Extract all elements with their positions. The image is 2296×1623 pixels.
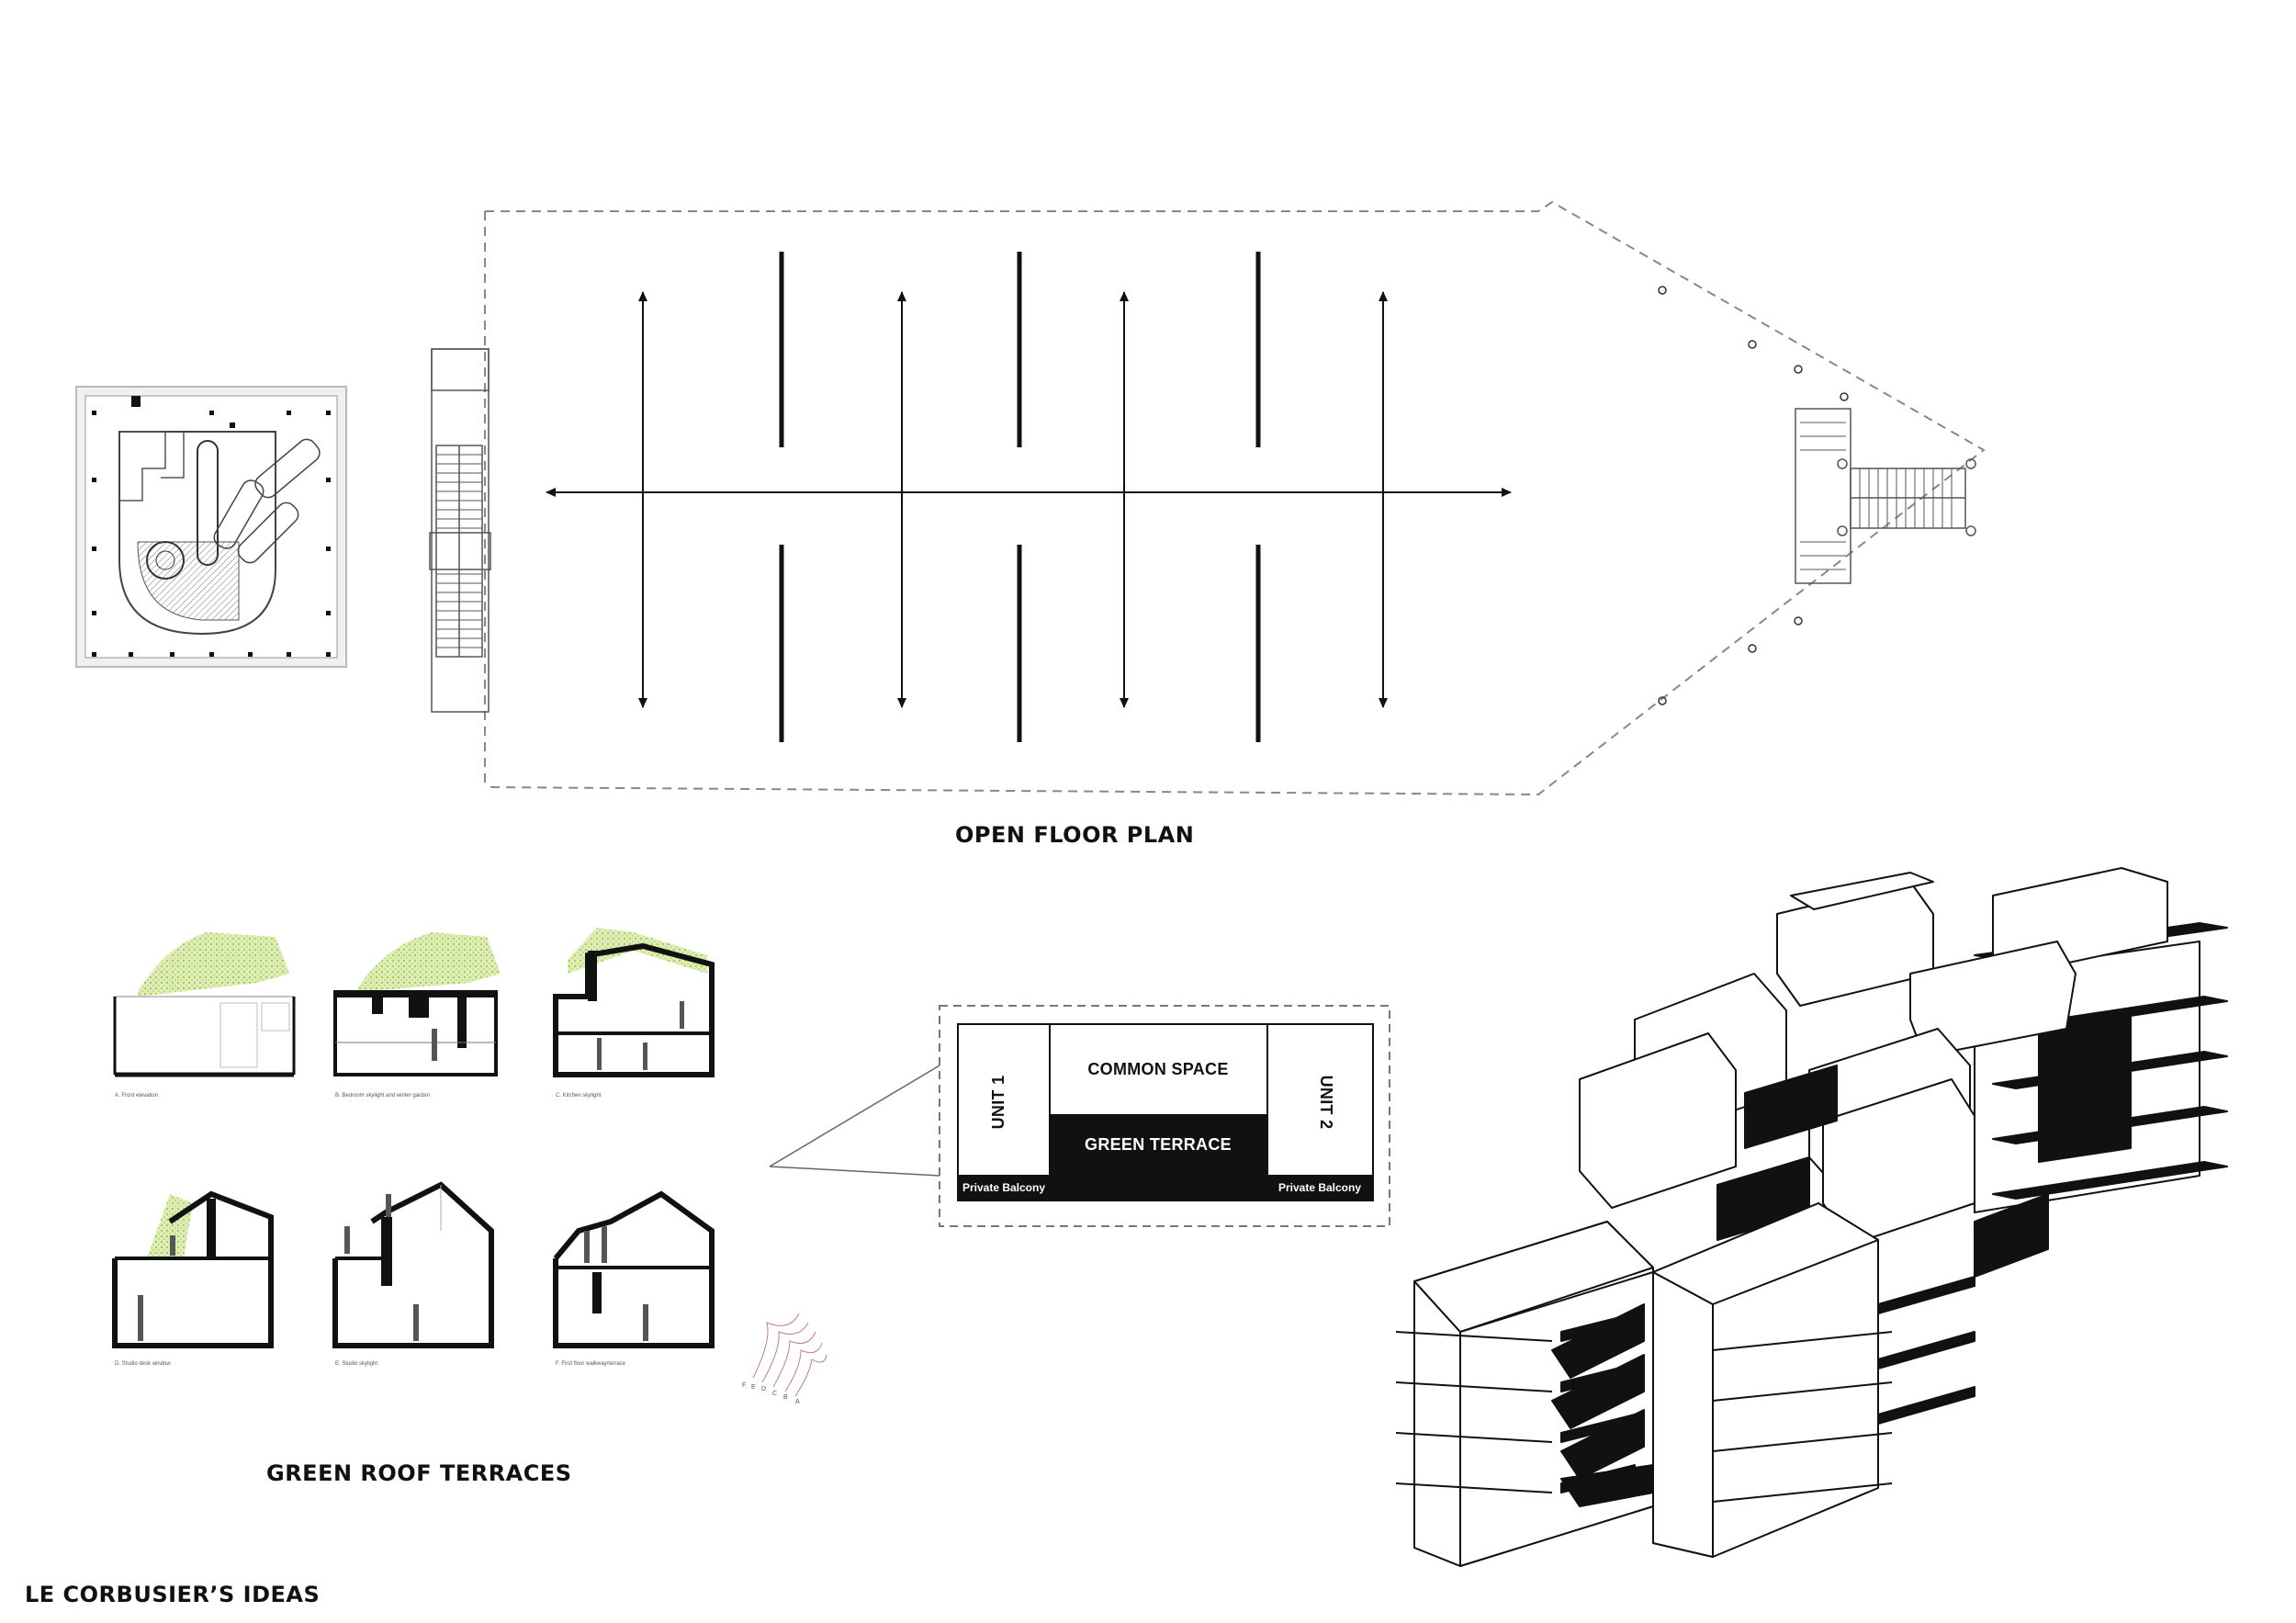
section-f	[553, 1190, 715, 1348]
green-roof-terraces-title: GREEN ROOF TERRACES	[266, 1460, 572, 1486]
section-c	[553, 928, 715, 1077]
section-e-caption: E. Studio skylight	[335, 1361, 378, 1367]
right-stair-core	[1795, 408, 1976, 584]
section-d-caption: D. Studio desk window	[115, 1361, 171, 1367]
section-f-caption: F. First floor walkway/terrace	[556, 1361, 626, 1367]
section-e	[332, 1181, 494, 1348]
section-c-caption: C. Kitchen skylight	[556, 1093, 602, 1099]
open-floor-plan	[429, 200, 1986, 796]
roof-sections	[112, 928, 827, 1397]
le-corbusier-ideas-title: LE CORBUSIER’S IDEAS	[25, 1582, 321, 1607]
villa-plan	[75, 386, 347, 668]
section-a	[113, 932, 296, 1077]
partition-walls	[779, 252, 1261, 742]
section-b	[333, 932, 501, 1076]
axonometric-building	[1395, 867, 2228, 1567]
section-b-caption: B. Bedroom skylight and winter garden	[335, 1093, 431, 1099]
column-markers	[1658, 286, 1849, 705]
section-d	[112, 1190, 274, 1348]
left-stair-core	[429, 348, 491, 713]
flow-arrows	[546, 291, 1512, 708]
section-key	[752, 1313, 827, 1397]
section-a-caption: A. Front elevation	[115, 1093, 159, 1099]
open-floor-plan-title: OPEN FLOOR PLAN	[955, 822, 1195, 848]
unit-diagram	[769, 1005, 1390, 1227]
